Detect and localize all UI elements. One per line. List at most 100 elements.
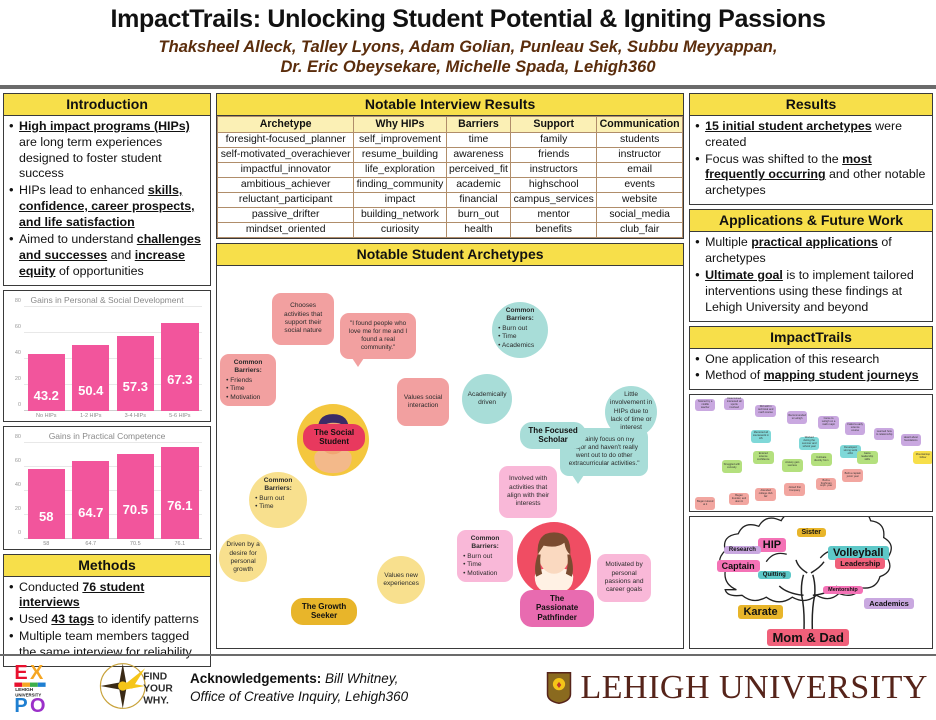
barrier-item: Time	[226, 385, 270, 394]
student-archetypes-panel: Notable Student Archetypes Chooses activ…	[216, 242, 685, 649]
chart-y-tick-label: 60	[14, 457, 21, 464]
chart-bar-wrapper: 57.3	[116, 307, 154, 411]
chart-x-tick-label: 70.5	[129, 540, 141, 547]
bullet-text: increase equity	[19, 247, 186, 278]
results-bullets: 15 initial student archetypes were creat…	[694, 118, 927, 199]
barriers-list: Burn outTimeMotivation	[463, 553, 507, 579]
table-cell: health	[445, 221, 512, 238]
svg-text:FIND: FIND	[143, 671, 167, 682]
chart-x-tick-label: No HIPs	[36, 412, 57, 419]
table-cell: passive_drifter	[217, 206, 355, 223]
chart-y-tick-label: 0	[17, 529, 21, 536]
chart-y-tick-label: 20	[14, 505, 21, 512]
bullet-text: 76 student interviews	[19, 579, 145, 610]
chart-bar-wrapper: 70.5	[116, 443, 154, 539]
chart-bar-wrapper: 58	[27, 443, 65, 539]
table-cell: burn_out	[445, 206, 512, 223]
table-cell: reluctant_participant	[217, 191, 355, 208]
bullet-text: were created	[705, 118, 903, 149]
introduction-heading: Introduction	[4, 93, 211, 116]
svg-text:YOUR: YOUR	[143, 683, 173, 694]
table-column-header: Support	[510, 115, 598, 133]
growth-barriers: Common Barriers:Burn outTime	[249, 471, 308, 528]
social-barriers: Common Barriers:FriendsTimeMotivation	[220, 353, 277, 406]
flowchart-node: Attended college club fair	[755, 488, 776, 501]
chart-gridline: 20	[15, 506, 203, 515]
page-title: ImpactTrails: Unlocking Student Potentia…	[110, 5, 826, 33]
chart-gridline: 40	[15, 482, 203, 491]
chart-bar: 58	[27, 468, 65, 539]
svg-text:O: O	[30, 695, 46, 712]
bullet-text: High impact programs (HIPs)	[19, 118, 190, 133]
chart-gridline: 0	[18, 530, 203, 539]
chart-gridline: 0	[18, 402, 203, 411]
archetype-name-line: Student	[319, 437, 349, 447]
archetypes-heading: Notable Student Archetypes	[217, 243, 684, 266]
flowchart-node: Began tutored at it	[694, 497, 716, 511]
author-line-1: Thaksheel Alleck, Talley Lyons, Adam Gol…	[158, 37, 778, 56]
barrier-item: Burn out	[498, 325, 542, 334]
table-cell: building_network	[353, 206, 447, 223]
chart-bar: 57.3	[116, 336, 154, 411]
bullet-text: Method of	[705, 368, 764, 383]
methods-heading: Methods	[4, 554, 211, 577]
svg-text:UNIVERSITY: UNIVERSITY	[15, 692, 41, 697]
table-cell: students	[596, 131, 684, 148]
interview-results-heading: Notable Interview Results	[217, 93, 684, 116]
chart-y-tick-label: 0	[17, 401, 21, 408]
flowchart-node: Built a freshman soph. year	[815, 477, 837, 491]
impacttrails-heading: ImpactTrails	[690, 326, 932, 349]
chart-bar-value-label: 58	[39, 509, 54, 525]
svg-text:X: X	[30, 662, 44, 684]
impacttrails-body: One application of this researchMethod o…	[690, 349, 932, 390]
bullet-text: to identify patterns	[94, 612, 199, 627]
table-cell: instructor	[596, 146, 684, 163]
find-your-why-logo: FIND YOUR WHY.	[90, 659, 176, 718]
chart-bar-value-label: 70.5	[122, 501, 148, 517]
barriers-list: FriendsTimeMotivation	[226, 377, 270, 403]
bullet-text: and other notable archetypes	[705, 167, 926, 198]
archetypes-diagram: Chooses activities that support their so…	[217, 266, 683, 648]
flowchart-node: Struggled with curiosity	[721, 460, 743, 473]
quote-tail	[572, 474, 585, 484]
methods-panel: Methods Conducted 76 student interviewsU…	[3, 553, 212, 667]
bullet-text: most frequently occurring	[705, 151, 872, 182]
svg-text:P: P	[14, 695, 27, 712]
chart-x-tick-label: 3-4 HIPs	[124, 412, 146, 419]
tree-tag: HIP	[757, 538, 787, 553]
tree-tag: Sister	[796, 527, 826, 537]
introduction-panel: Introduction High impact programs (HIPs)…	[3, 92, 212, 286]
bullet-text: are long term experiences designed to fo…	[19, 134, 163, 181]
table-cell: time	[445, 131, 512, 148]
table-cell: impact	[353, 191, 447, 208]
barrier-item: Time	[255, 503, 301, 512]
table-cell: finding_community	[353, 176, 447, 193]
bullet-item: Aimed to understand challenges and succe…	[8, 231, 205, 280]
chart-personal-social-development: Gains in Personal & Social Development 0…	[3, 289, 212, 422]
chart-bar-wrapper: 50.4	[72, 307, 110, 411]
tree-tag: Karate	[738, 604, 783, 619]
bullet-text: of opportunities	[55, 263, 144, 278]
chart-bar-wrapper: 76.1	[161, 443, 199, 539]
barrier-item: Time	[463, 561, 507, 570]
archetype-name-line: The Passionate	[535, 593, 579, 613]
table-cell: highschool	[510, 176, 598, 193]
growth-trait-right: Values new experiences	[377, 555, 426, 604]
archetype-name-line: The Focused	[528, 425, 578, 435]
tree-tag: Research	[723, 545, 761, 554]
scholar-barriers: Common Barriers:Burn outTimeAcademics	[492, 301, 549, 358]
barriers-title: Common Barriers:	[263, 476, 293, 493]
social-trait-right: Values social interaction	[397, 377, 450, 426]
chart-bar-wrapper: 43.2	[27, 307, 65, 411]
